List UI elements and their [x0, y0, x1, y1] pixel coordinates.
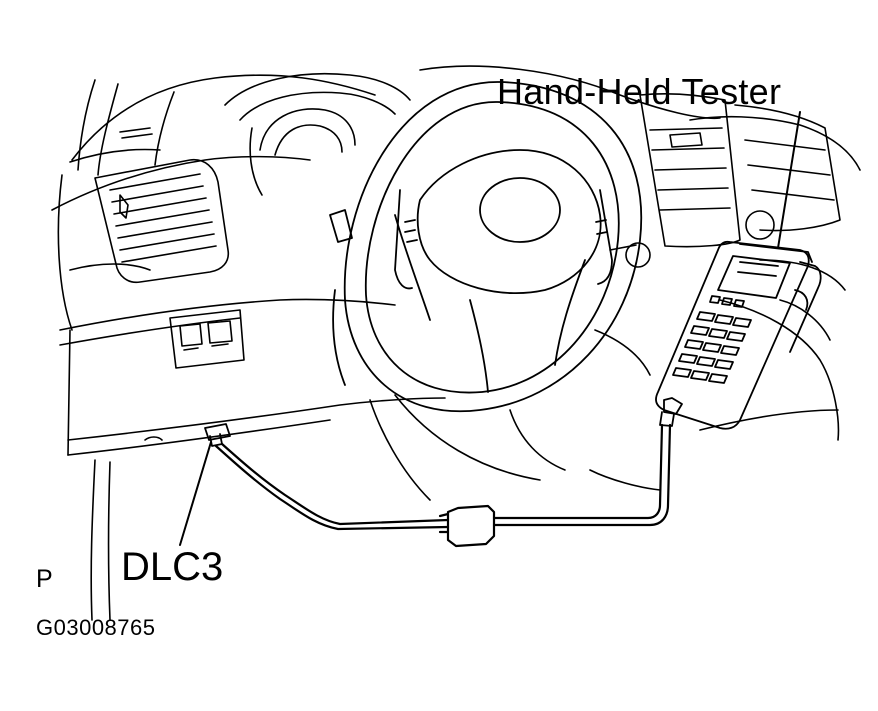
- steering-column: [369, 329, 661, 501]
- steering-wheel: [329, 81, 643, 413]
- hand-held-tester: [655, 240, 822, 430]
- dash-background: [51, 65, 861, 331]
- leader-lines: [179, 111, 801, 546]
- tester-cable: [214, 423, 672, 548]
- tester-leader-line: [777, 111, 801, 249]
- hand-held-tester-label: Hand-Held Tester: [497, 71, 782, 112]
- dlc3-label: DLC3: [121, 545, 224, 589]
- left-air-vent: [69, 158, 230, 284]
- figure-id-label: G03008765: [36, 615, 156, 640]
- view-code-label: P: [36, 565, 53, 593]
- instrument-cluster: [224, 72, 411, 196]
- lower-dash-panel: [59, 298, 446, 621]
- dlc3-leader-line: [179, 441, 212, 546]
